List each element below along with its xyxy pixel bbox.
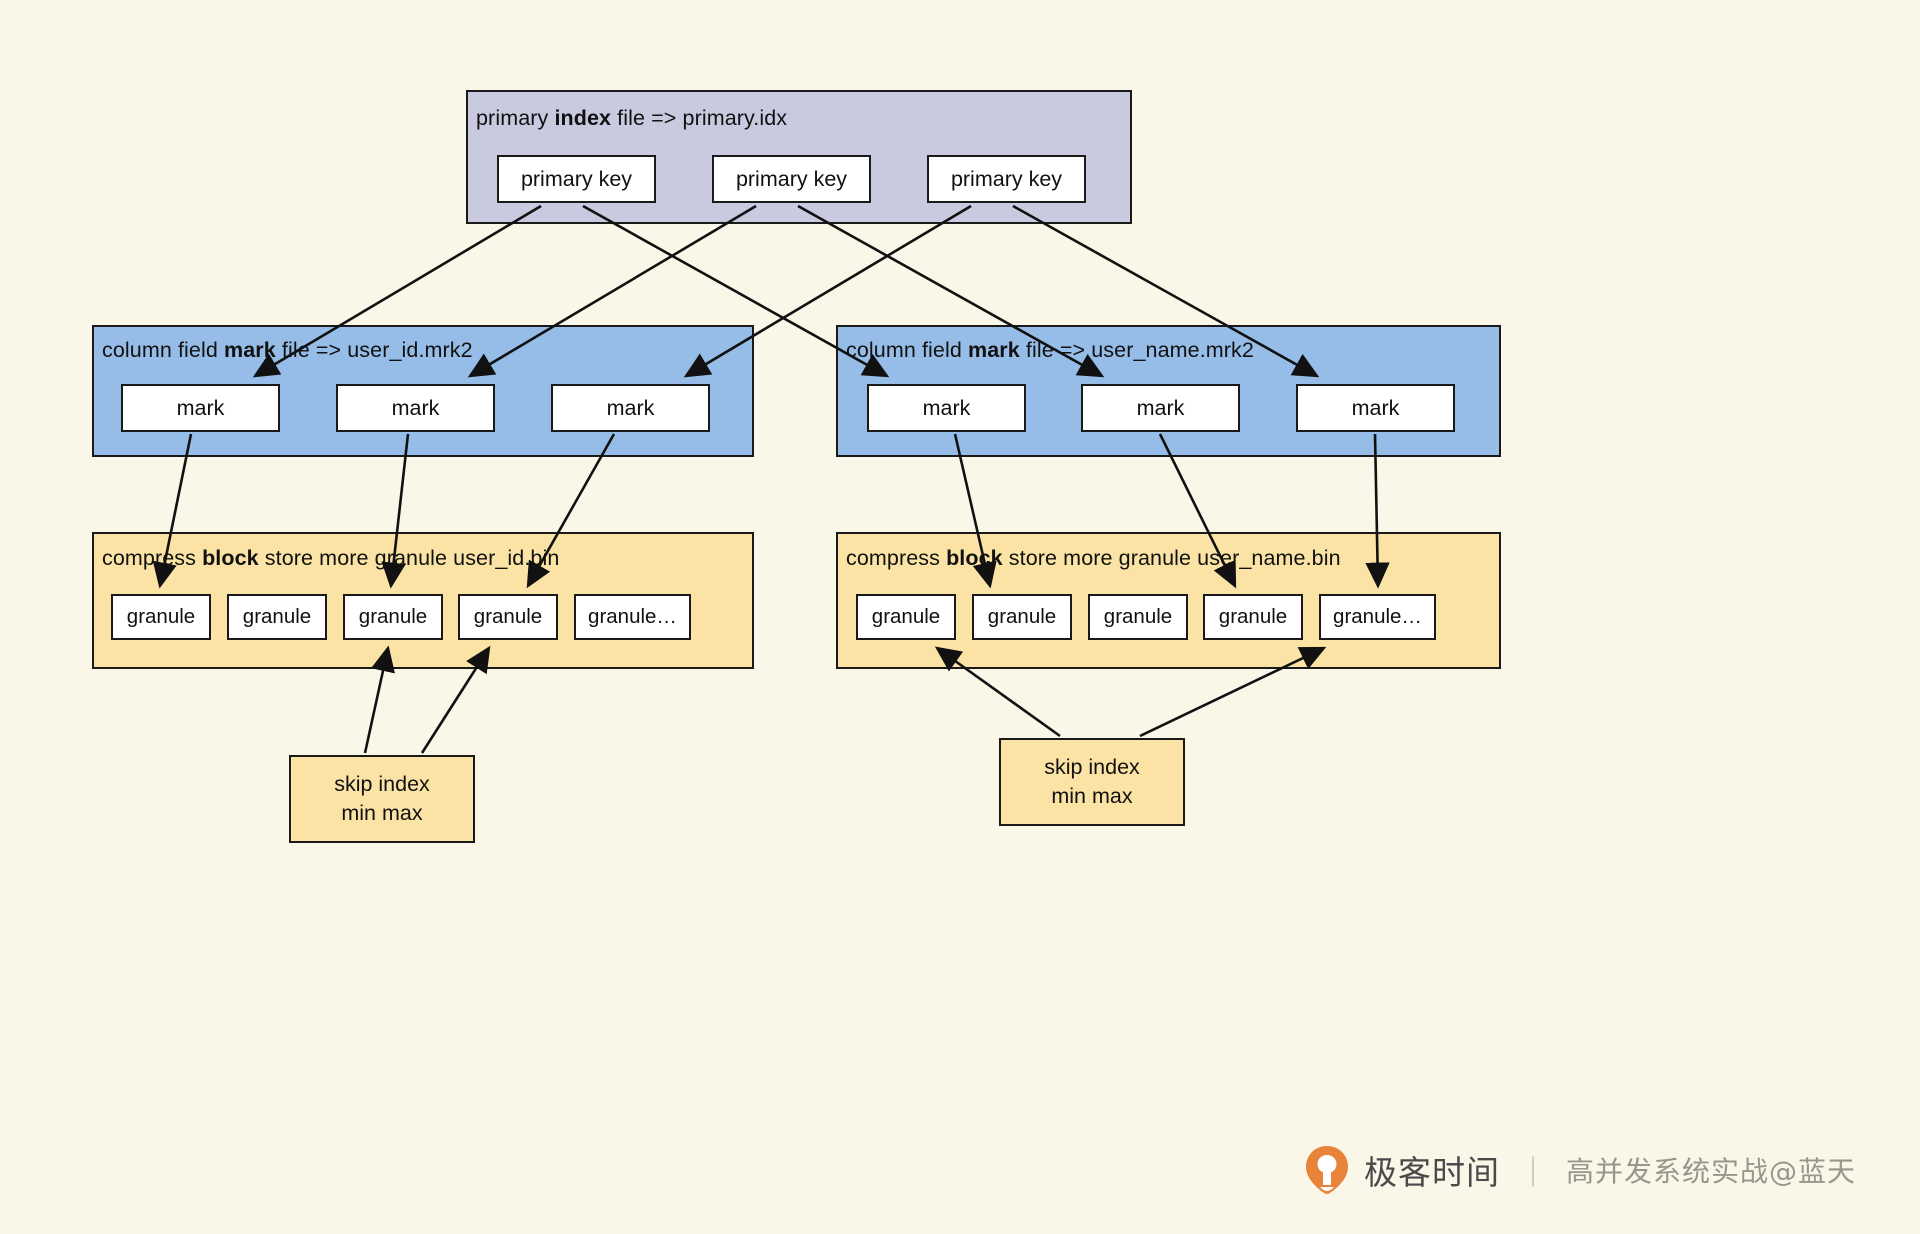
skip-index-right-line2: min max bbox=[1051, 784, 1133, 808]
panel-block-user-name-label: compress block store more granule user_n… bbox=[846, 546, 1341, 570]
primary-key-cell-3[interactable]: primary key bbox=[927, 155, 1086, 203]
skip-index-left[interactable]: skip index min max bbox=[289, 755, 475, 843]
mark-cell-user-name-3[interactable]: mark bbox=[1296, 384, 1455, 432]
primary-key-cell-2[interactable]: primary key bbox=[712, 155, 871, 203]
mark-cell-user-id-3[interactable]: mark bbox=[551, 384, 710, 432]
mark-cell-user-name-1[interactable]: mark bbox=[867, 384, 1026, 432]
granule-cell-user-id-5[interactable]: granule… bbox=[574, 594, 691, 640]
granule-cell-user-name-1[interactable]: granule bbox=[856, 594, 956, 640]
granule-cell-user-name-4[interactable]: granule bbox=[1203, 594, 1303, 640]
skip-index-left-line1: skip index bbox=[334, 771, 430, 796]
mark-cell-user-name-2[interactable]: mark bbox=[1081, 384, 1240, 432]
granule-cell-user-id-4[interactable]: granule bbox=[458, 594, 558, 640]
skip-index-right[interactable]: skip index min max bbox=[999, 738, 1185, 826]
granule-cell-user-id-3[interactable]: granule bbox=[343, 594, 443, 640]
mark-cell-user-id-2[interactable]: mark bbox=[336, 384, 495, 432]
skip-index-left-line2: min max bbox=[341, 801, 423, 825]
mark-cell-user-id-1[interactable]: mark bbox=[121, 384, 280, 432]
panel-mark-user-id-label: column field mark file => user_id.mrk2 bbox=[102, 338, 473, 362]
skip-index-right-line1: skip index bbox=[1044, 754, 1140, 779]
panel-block-user-id-label: compress block store more granule user_i… bbox=[102, 546, 560, 570]
granule-cell-user-name-3[interactable]: granule bbox=[1088, 594, 1188, 640]
granule-cell-user-id-2[interactable]: granule bbox=[227, 594, 327, 640]
watermark-brand: 极客时间 bbox=[1363, 1153, 1500, 1192]
primary-key-cell-1[interactable]: primary key bbox=[497, 155, 656, 203]
panel-mark-user-name-label: column field mark file => user_name.mrk2 bbox=[846, 338, 1254, 362]
granule-cell-user-name-2[interactable]: granule bbox=[972, 594, 1072, 640]
panel-primary-index-label: primary index file => primary.idx bbox=[476, 106, 788, 130]
granule-cell-user-id-1[interactable]: granule bbox=[111, 594, 211, 640]
watermark-tagline: 高并发系统实战@蓝天 bbox=[1565, 1155, 1856, 1188]
watermark-separator: ｜ bbox=[1517, 1157, 1548, 1190]
watermark: 极客时间 ｜ 高并发系统实战@蓝天 bbox=[1304, 1144, 1856, 1196]
geekbang-logo-icon bbox=[1304, 1144, 1350, 1196]
granule-cell-user-name-5[interactable]: granule… bbox=[1319, 594, 1436, 640]
